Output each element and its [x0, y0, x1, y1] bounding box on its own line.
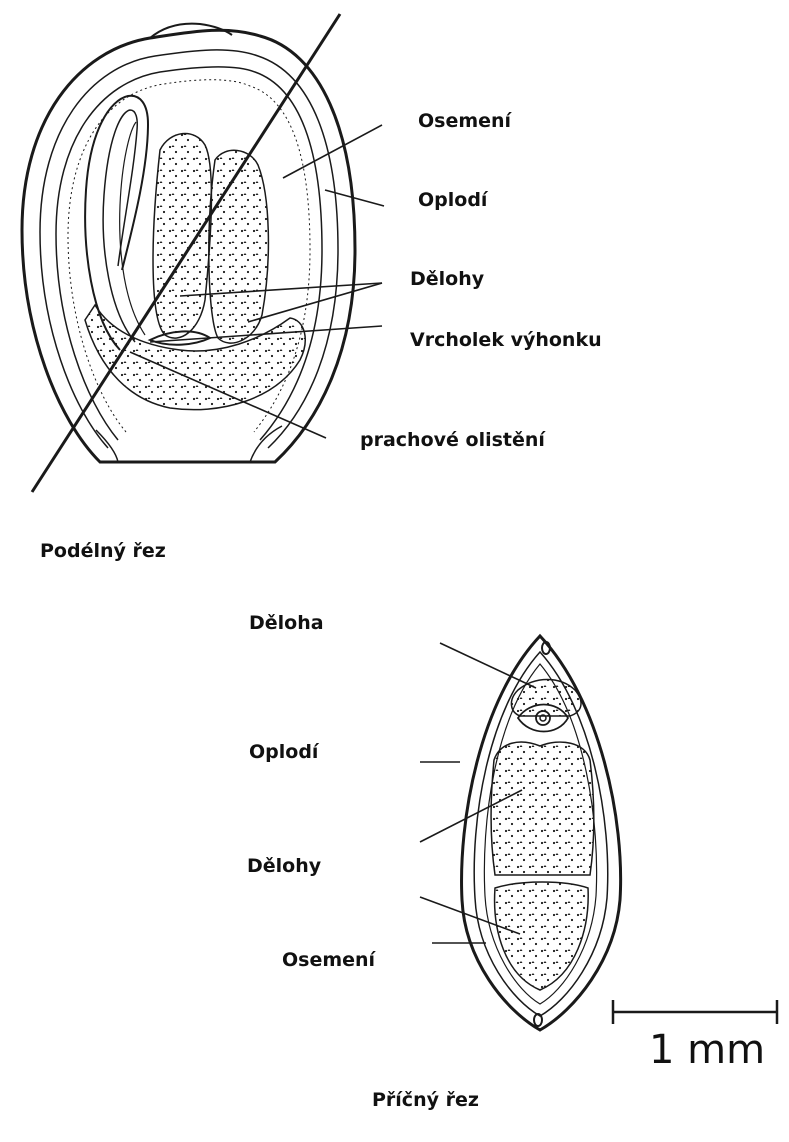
scale-bar — [612, 1000, 778, 1024]
label-vrcholek-vyhonku: Vrcholek výhonku — [410, 329, 602, 351]
label-osemeni-cross: Osemení — [282, 949, 377, 971]
label-delohy-longitudinal: Dělohy — [410, 268, 485, 290]
label-delohy-cross: Dělohy — [247, 855, 322, 877]
label-oplodi-longitudinal: Oplodí — [418, 189, 489, 211]
cross-section-drawing — [462, 636, 621, 1030]
label-oplodi-cross: Oplodí — [249, 741, 320, 763]
label-prachove-olisteni: prachové olistění — [360, 429, 546, 451]
caption-longitudinal: Podélný řez — [40, 540, 166, 562]
label-deloha-cross: Děloha — [249, 612, 324, 634]
label-osemeni-longitudinal: Osemení — [418, 110, 513, 132]
caption-cross: Příčný řez — [372, 1089, 479, 1111]
longitudinal-section-drawing — [22, 14, 355, 492]
scale-bar-label: 1 mm — [649, 1027, 765, 1073]
